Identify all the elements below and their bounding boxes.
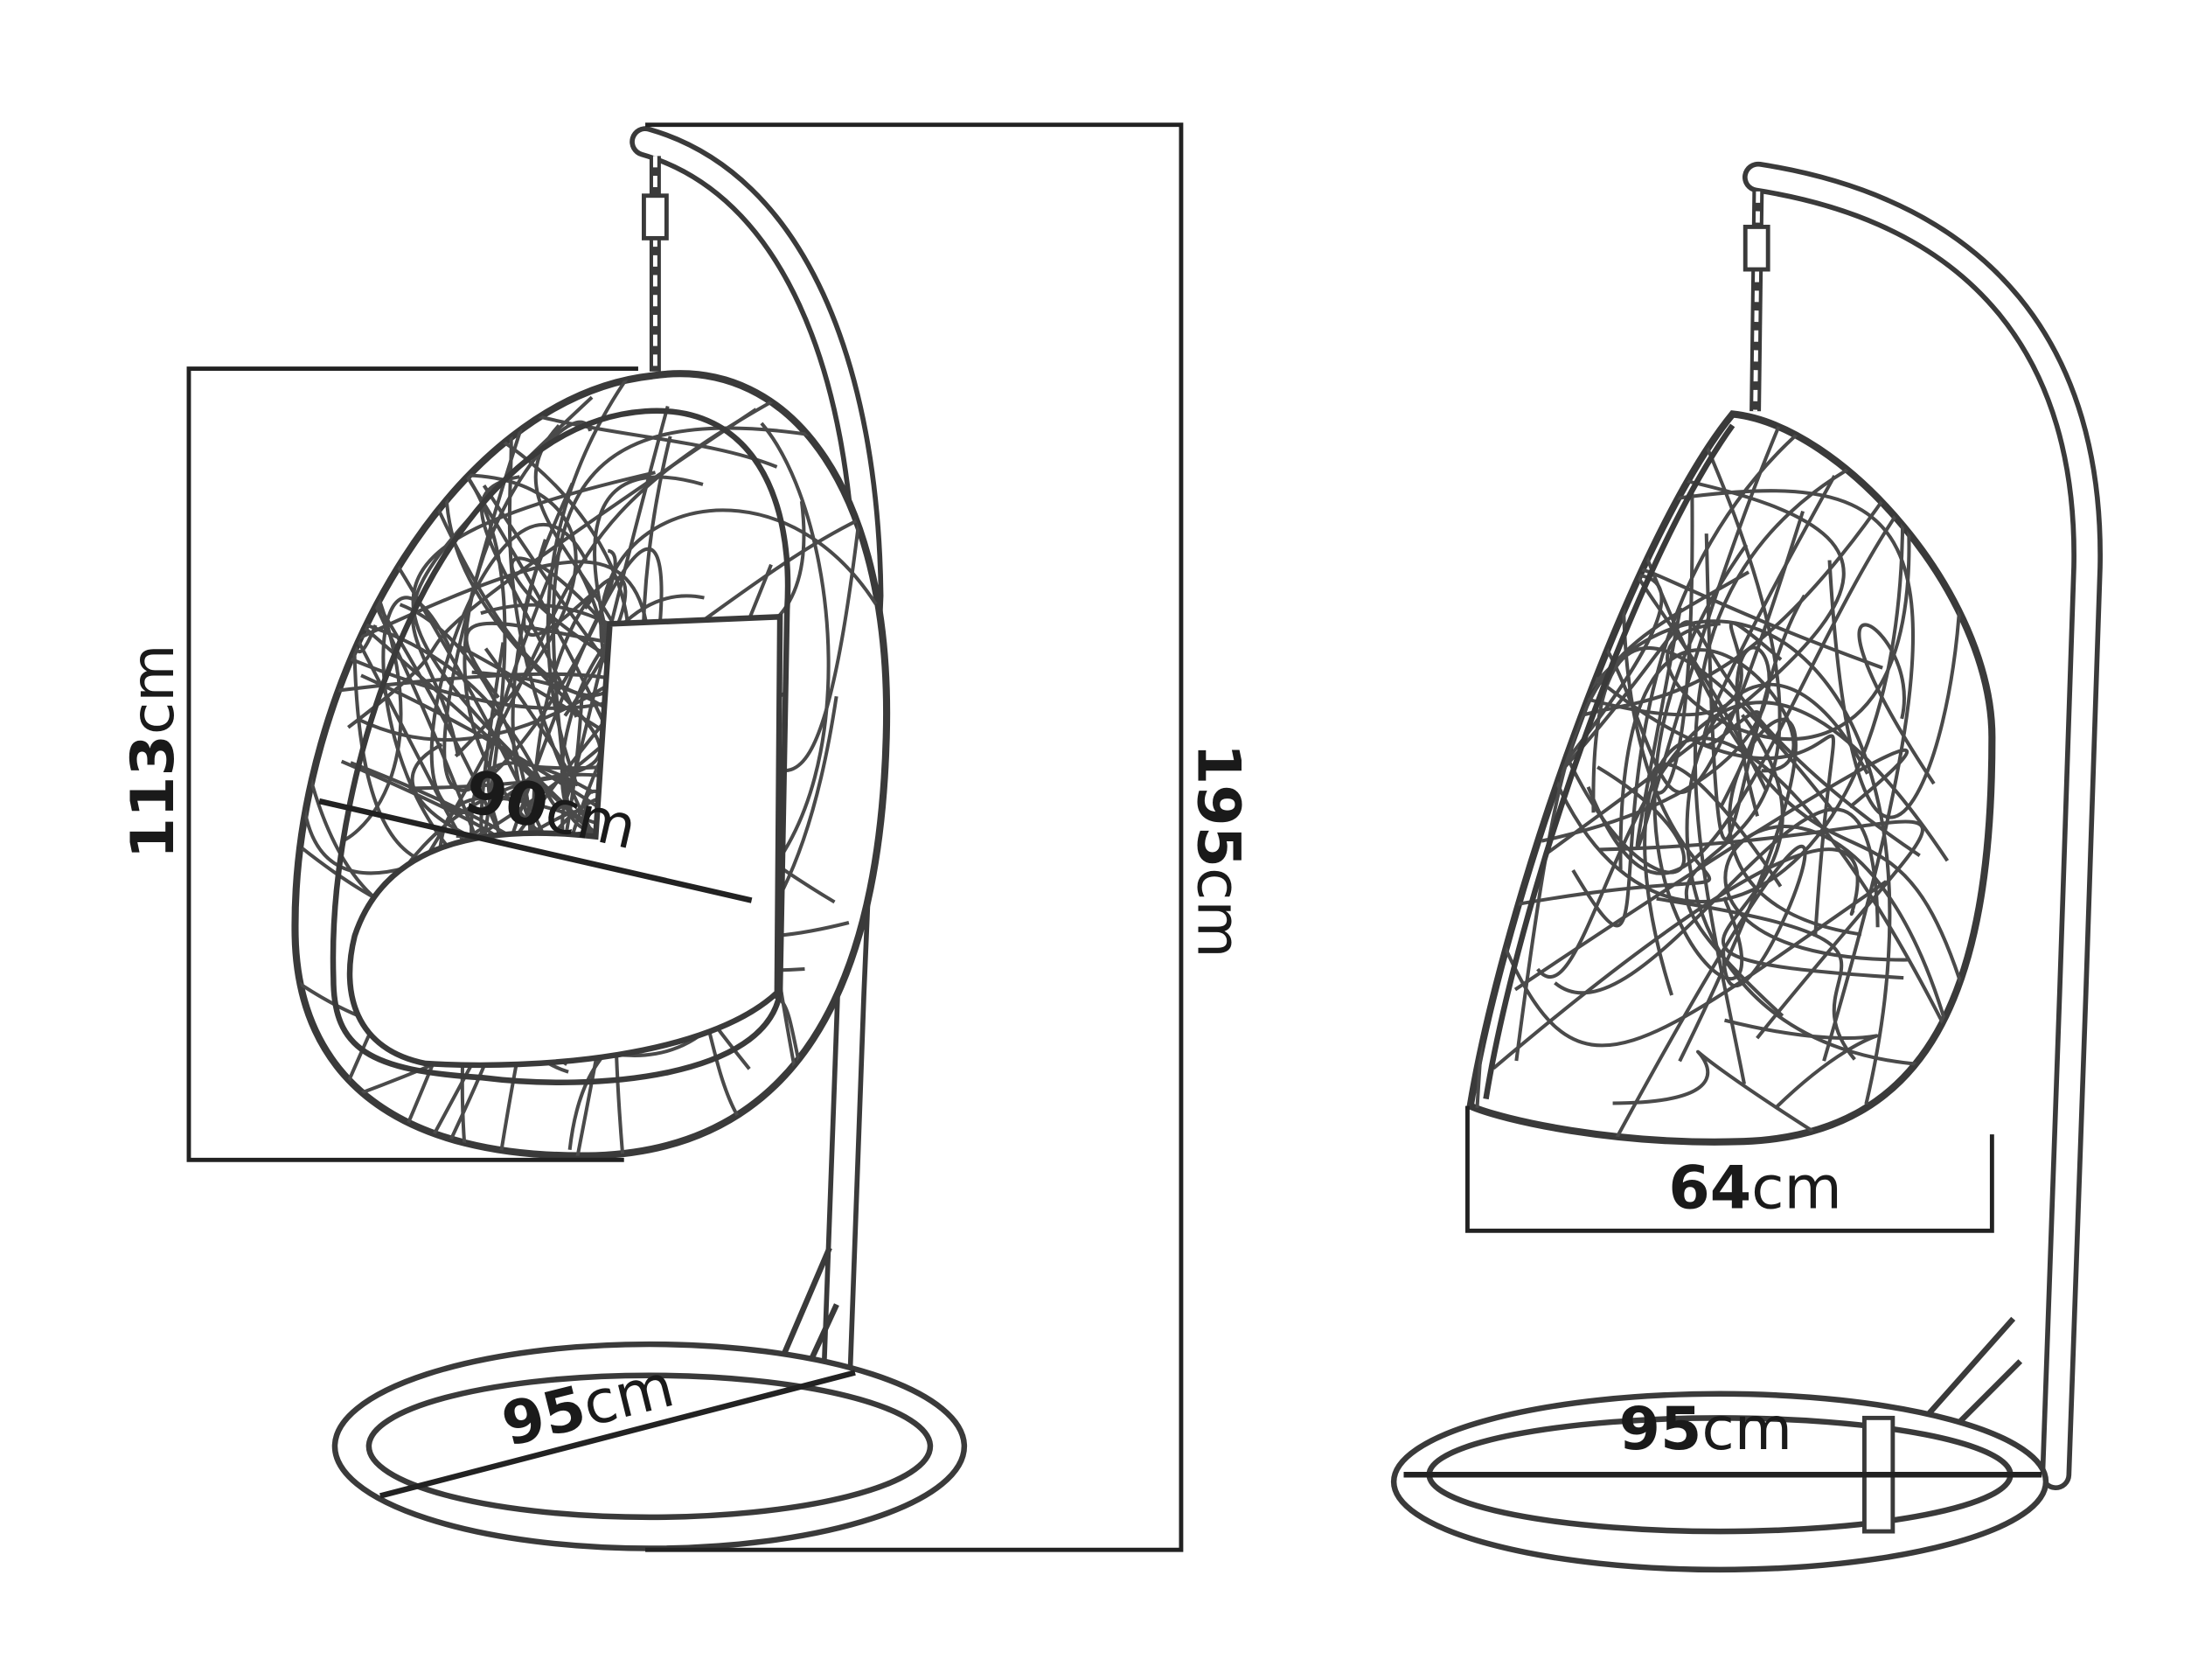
weave-strand <box>1724 1018 1879 1109</box>
weave-strand <box>479 475 579 718</box>
weave-strand <box>1857 623 1936 785</box>
cushion <box>346 613 783 1069</box>
egg-width-label: 90cm <box>458 757 643 864</box>
egg-depth-label: 64cm <box>1668 1154 1841 1223</box>
weave-strand <box>347 408 757 729</box>
side-chain <box>1742 191 1770 412</box>
weave-strand <box>1599 819 1924 1040</box>
weave-strand <box>1604 447 1993 1142</box>
side-egg-seat <box>1466 410 1996 1146</box>
side-base-diameter-label: 95cm <box>1619 1395 1792 1464</box>
weave-strand <box>442 428 617 792</box>
side-weave <box>1470 414 1993 1142</box>
side-base <box>1390 1391 2049 1573</box>
weave-strand <box>1492 847 1860 1070</box>
front-base <box>331 1341 968 1551</box>
weave-strand <box>1518 450 1846 855</box>
weave-strand <box>1612 1049 1814 1133</box>
weave-strand <box>1554 807 1880 995</box>
front-egg-seat <box>291 370 891 1160</box>
weave-strand <box>1470 558 1712 917</box>
front-chain <box>642 156 669 372</box>
egg-height-label: 113cm <box>119 644 188 859</box>
weave-strand <box>1723 825 1971 1125</box>
side-view: 64cm 95cm <box>1390 161 2103 1573</box>
weave-strand <box>1514 570 1750 1062</box>
weave-strand <box>1721 714 1904 980</box>
weave-strand <box>1536 701 1950 979</box>
weave-strand <box>1684 414 1784 1018</box>
weave-strand <box>1474 620 1921 863</box>
weave-strand <box>1536 625 1836 938</box>
weave-strand <box>1666 422 1911 742</box>
weave-strand <box>1652 543 1749 981</box>
front-dimension-lines <box>186 122 1184 1552</box>
side-dimension-lines <box>1403 1105 2042 1478</box>
front-view: 113cm 90cm 195cm 95cm <box>119 122 1252 1552</box>
total-height-label: 195cm <box>1183 743 1252 958</box>
weave-strand <box>1541 645 1771 843</box>
